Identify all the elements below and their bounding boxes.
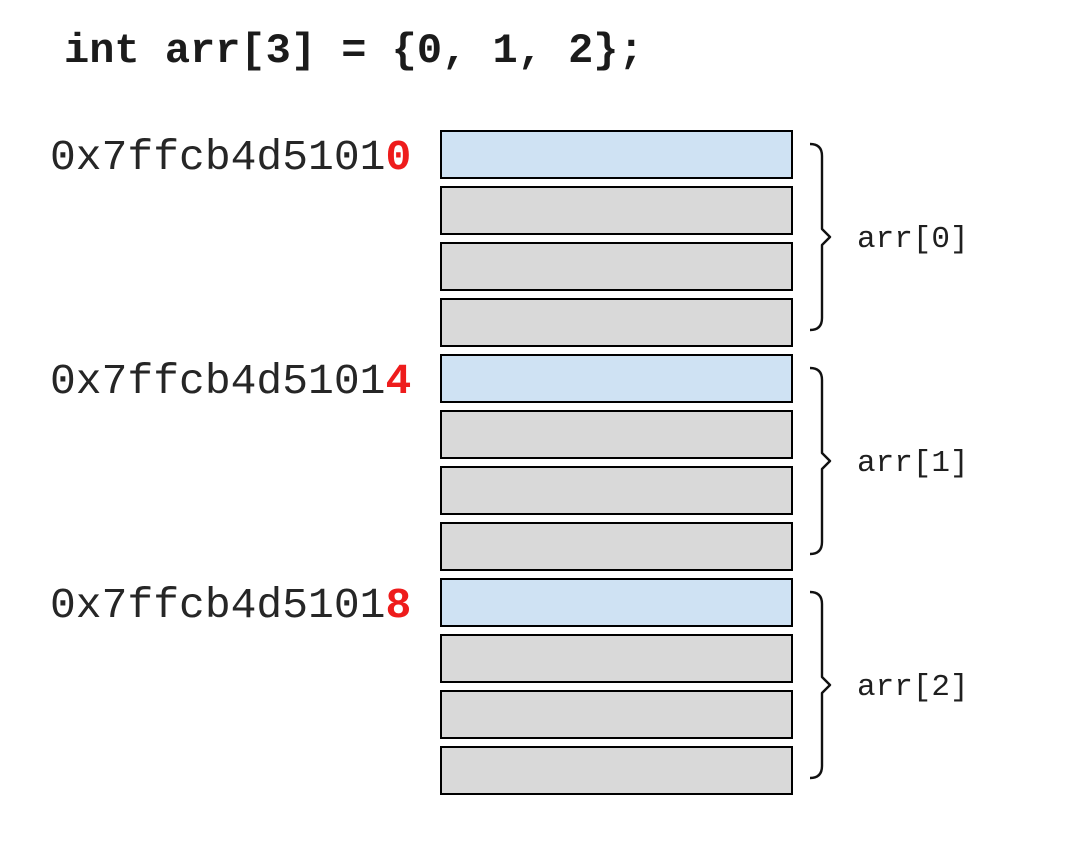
address-offset-digit: 8	[385, 581, 412, 630]
memory-word-group	[440, 130, 793, 354]
memory-address: 0x7ffcb4d51010	[50, 136, 411, 179]
address-prefix: 0x7ffcb4d5101	[50, 581, 386, 630]
memory-cell	[440, 634, 793, 683]
brace-bracket	[809, 590, 832, 780]
brace-bracket-path	[809, 590, 832, 780]
brace-bracket	[809, 142, 832, 332]
brace-bracket-path	[809, 142, 832, 332]
array-element-label: arr[2]	[857, 670, 969, 705]
memory-cell	[440, 298, 793, 347]
memory-address: 0x7ffcb4d51014	[50, 360, 411, 403]
address-prefix: 0x7ffcb4d5101	[50, 133, 386, 182]
memory-address: 0x7ffcb4d51018	[50, 584, 411, 627]
memory-cell	[440, 746, 793, 795]
address-prefix: 0x7ffcb4d5101	[50, 357, 386, 406]
brace-bracket-path	[809, 366, 832, 556]
memory-cell	[440, 410, 793, 459]
memory-cell-highlighted	[440, 354, 793, 403]
brace-bracket	[809, 366, 832, 556]
array-element-label: arr[0]	[857, 222, 969, 257]
memory-cell-highlighted	[440, 578, 793, 627]
memory-cell	[440, 186, 793, 235]
memory-cell	[440, 522, 793, 571]
memory-cell	[440, 690, 793, 739]
array-element-label: arr[1]	[857, 446, 969, 481]
code-declaration: int arr[3] = {0, 1, 2};	[64, 27, 644, 75]
memory-word-group	[440, 354, 793, 578]
memory-cell	[440, 466, 793, 515]
address-offset-digit: 4	[385, 357, 412, 406]
memory-cell-highlighted	[440, 130, 793, 179]
address-offset-digit: 0	[385, 133, 412, 182]
memory-cell	[440, 242, 793, 291]
memory-word-group	[440, 578, 793, 802]
